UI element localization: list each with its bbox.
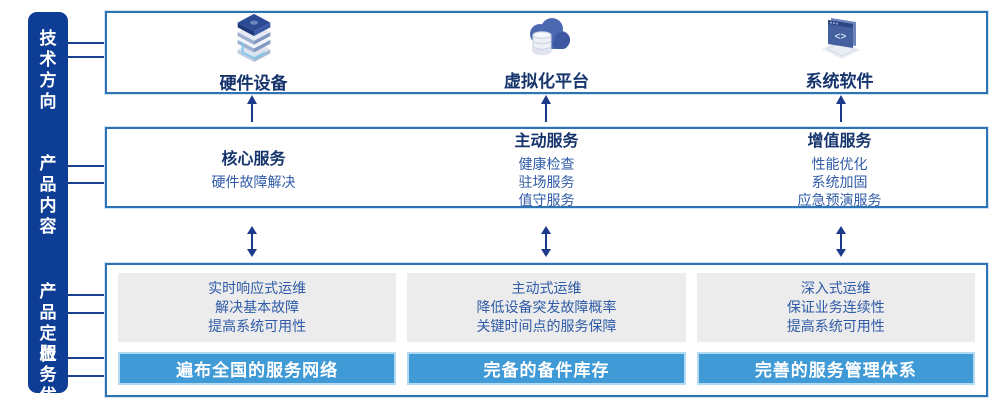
- tech-item-hardware: 硬件设备: [107, 12, 400, 93]
- double-arrow-icon: [834, 225, 848, 262]
- tech-item-label: 虚拟化平台: [504, 71, 589, 91]
- service-item: 硬件故障解决: [211, 173, 296, 190]
- tech-item-virtualization: 虚拟化平台: [400, 13, 693, 92]
- service-group-title: 核心服务: [221, 150, 286, 168]
- category-sidebar: 技术 方向 产品 内容 产品 定位 服务 优势: [28, 12, 68, 405]
- position-line: 关键时间点的服务保障: [476, 318, 617, 334]
- sidebar-label-service-advantage: 服务 优势: [39, 344, 60, 405]
- service-item: 性能优化: [811, 155, 868, 172]
- connector-line: [66, 312, 107, 314]
- tech-item-system-software: <> 系统软件: [693, 13, 986, 92]
- sidebar-label-product-content: 产品 内容: [39, 154, 60, 236]
- position-description: 深入式运维 保证业务连续性 提高系统可用性: [696, 273, 975, 342]
- position-column-deep: 深入式运维 保证业务连续性 提高系统可用性 完善的服务管理体系: [696, 273, 975, 385]
- sidebar-label-product-position: 产品 定位: [39, 282, 60, 364]
- position-line: 提高系统可用性: [208, 318, 307, 334]
- service-group-title: 主动服务: [514, 132, 579, 150]
- cloud-database-icon: [521, 14, 573, 65]
- service-group-core: 核心服务 硬件故障解决: [107, 129, 400, 206]
- connector-line: [66, 375, 107, 377]
- service-item: 健康检查: [518, 155, 575, 172]
- arrow-row-bottom: [105, 225, 988, 262]
- advantage-bar: 遍布全国的服务网络: [118, 352, 397, 385]
- advantage-bar: 完善的服务管理体系: [696, 352, 975, 385]
- connector-line: [66, 182, 107, 184]
- position-line: 主动式运维: [511, 280, 582, 296]
- up-arrow-icon: [835, 94, 847, 127]
- position-column-proactive: 主动式运维 降低设备突发故障概率 关键时间点的服务保障 完备的备件库存: [407, 273, 686, 385]
- service-group-title: 增值服务: [807, 132, 872, 150]
- arrow-row-top: [105, 94, 988, 127]
- connector-line: [66, 56, 107, 58]
- position-line: 实时响应式运维: [208, 280, 307, 296]
- service-item: 驻场服务: [518, 173, 575, 190]
- position-line: 提高系统可用性: [786, 318, 885, 334]
- connector-line: [66, 165, 107, 167]
- tech-direction-panel: 硬件设备: [105, 11, 988, 94]
- server-stack-icon: [230, 12, 278, 67]
- connector-line: [66, 294, 107, 296]
- up-arrow-icon: [246, 94, 258, 127]
- svg-text:<>: <>: [834, 31, 846, 42]
- double-arrow-icon: [245, 225, 259, 262]
- advantage-bar: 完备的备件库存: [407, 352, 686, 385]
- service-group-proactive: 主动服务 健康检查 驻场服务 值守服务: [400, 129, 693, 208]
- connector-line: [66, 357, 107, 359]
- service-group-value-added: 增值服务 性能优化 系统加固 应急预演服务: [693, 129, 986, 208]
- position-line: 保证业务连续性: [786, 299, 885, 315]
- service-item: 值守服务: [518, 191, 575, 208]
- tech-item-label: 硬件设备: [219, 73, 288, 93]
- position-line: 深入式运维: [800, 280, 871, 296]
- position-line: 解决基本故障: [215, 299, 300, 315]
- position-description: 实时响应式运维 解决基本故障 提高系统可用性: [118, 273, 397, 342]
- sidebar-label-tech-direction: 技术 方向: [39, 29, 60, 111]
- position-description: 主动式运维 降低设备突发故障概率 关键时间点的服务保障: [407, 273, 686, 342]
- product-position-panel: 实时响应式运维 解决基本故障 提高系统可用性 遍布全国的服务网络 主动式运维 降…: [105, 263, 988, 397]
- double-arrow-icon: [539, 225, 553, 262]
- connector-line: [66, 42, 107, 44]
- service-item: 应急预演服务: [797, 191, 882, 208]
- position-line: 降低设备突发故障概率: [476, 299, 617, 315]
- service-item: 系统加固: [811, 173, 868, 190]
- product-content-panel: 核心服务 硬件故障解决 主动服务 健康检查 驻场服务 值守服务 增值服务 性能优…: [105, 127, 988, 208]
- position-column-realtime: 实时响应式运维 解决基本故障 提高系统可用性 遍布全国的服务网络: [118, 273, 397, 385]
- code-window-icon: <>: [814, 14, 866, 65]
- tech-item-label: 系统软件: [805, 71, 874, 91]
- up-arrow-icon: [540, 94, 552, 127]
